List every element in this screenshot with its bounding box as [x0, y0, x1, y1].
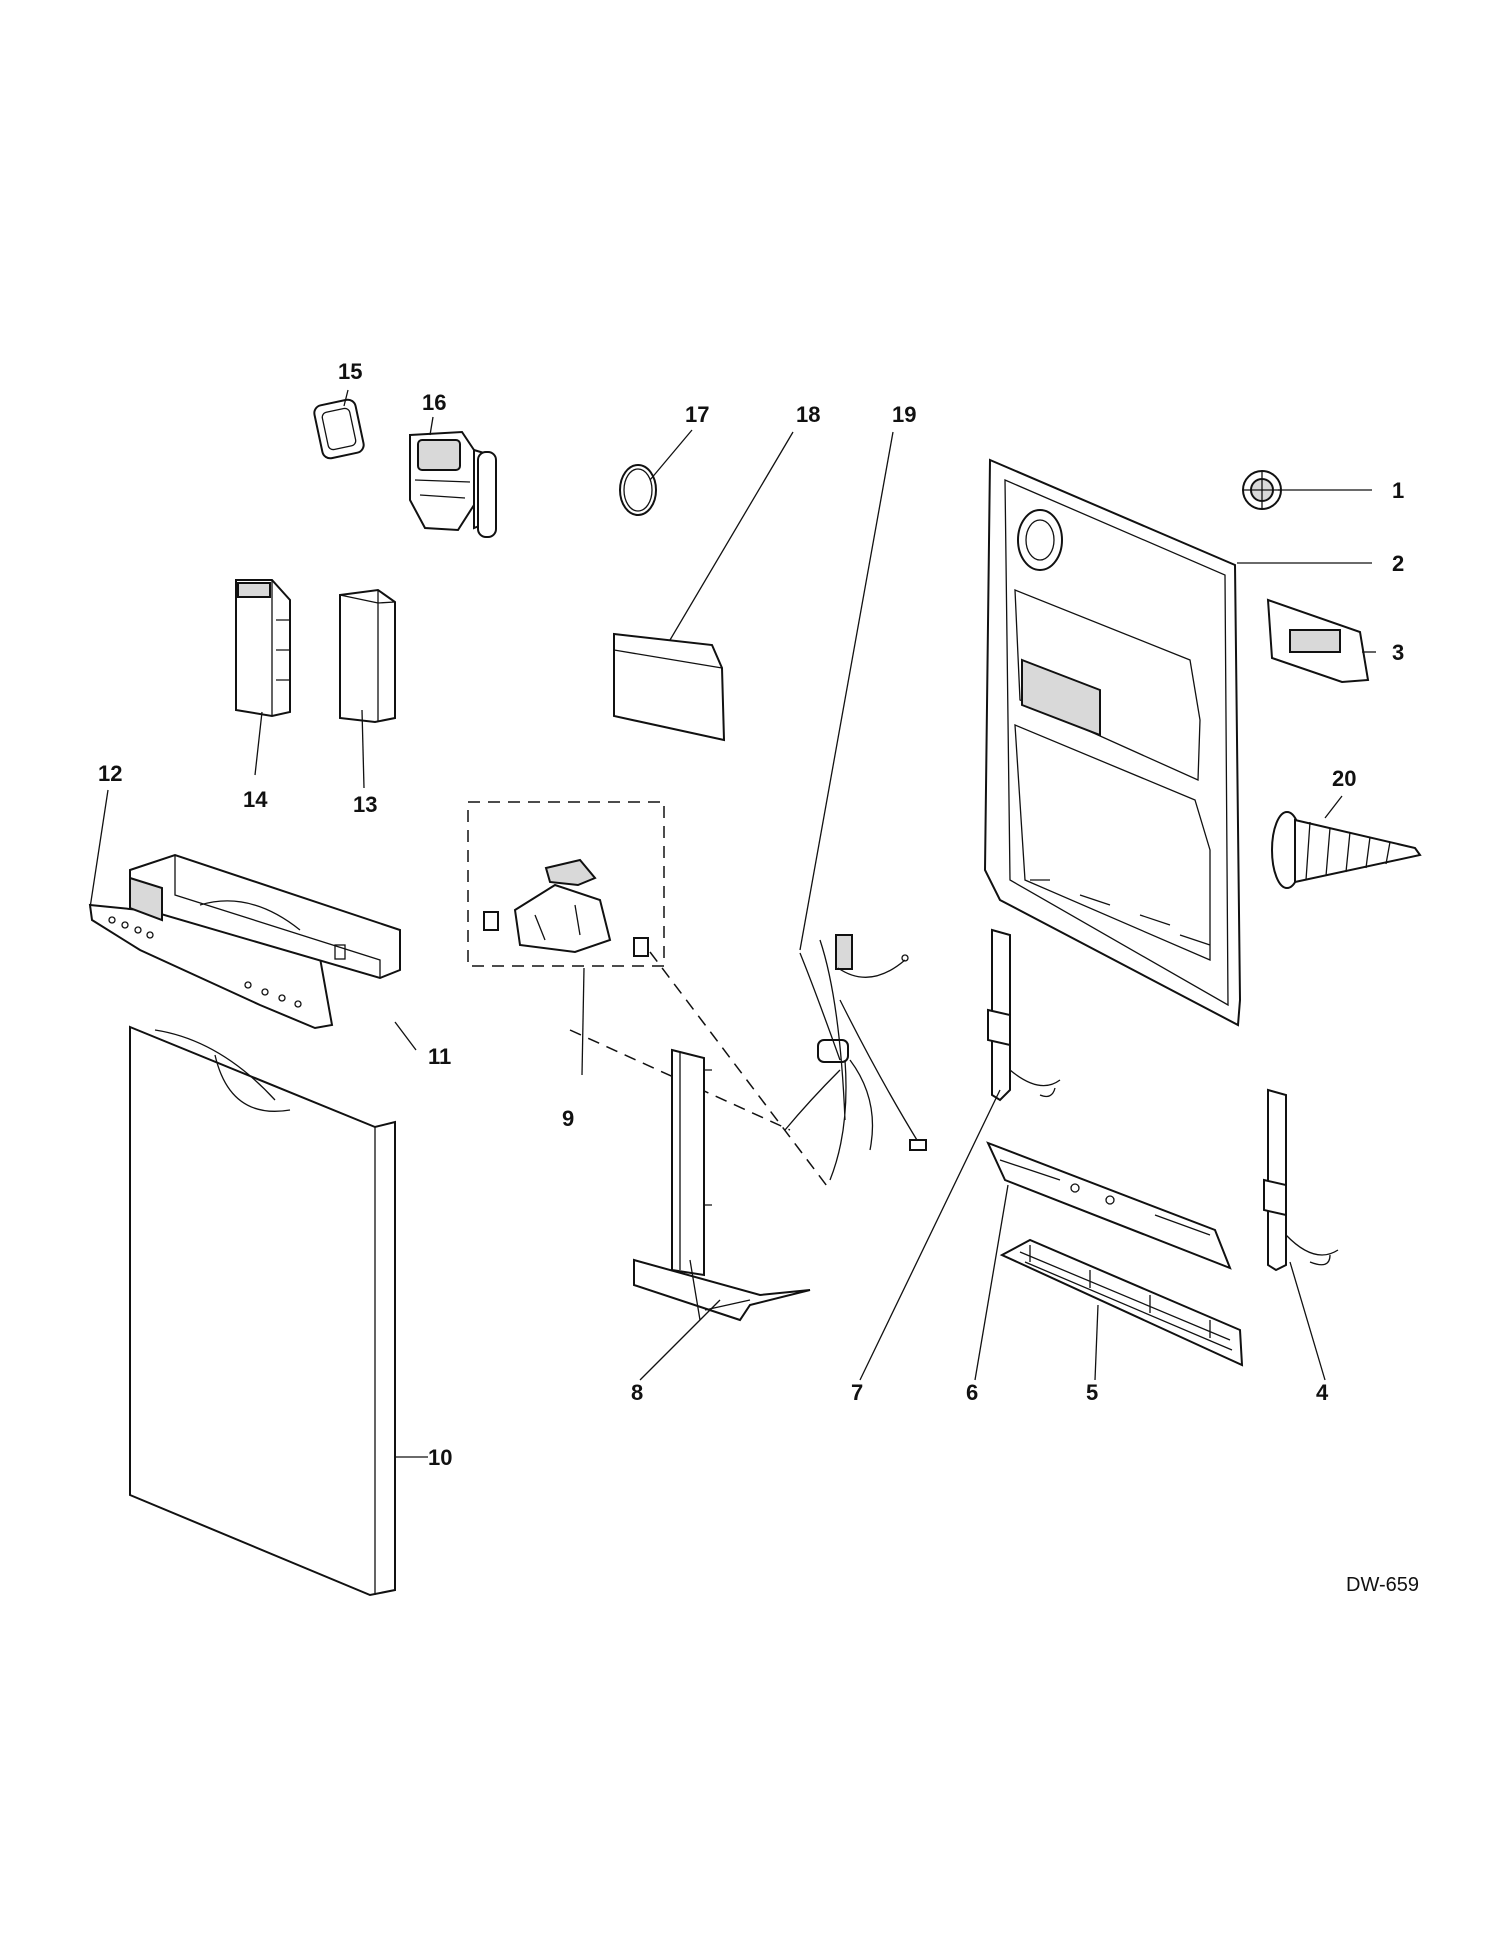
callout-13: 13	[353, 792, 377, 817]
control-console-icon	[129, 853, 401, 980]
callout-17: 17	[685, 402, 709, 427]
right-hinge-icon	[1263, 1088, 1339, 1272]
callout-8: 8	[631, 1380, 643, 1405]
diagram-code: DW-659	[1346, 1574, 1419, 1596]
callout-1: 1	[1392, 478, 1404, 503]
callout-16: 16	[422, 390, 446, 415]
gasket-icon	[313, 398, 365, 460]
door-bracket-icon	[633, 1048, 811, 1322]
callout-10: 10	[428, 1445, 452, 1470]
sensor-knob-icon	[1242, 470, 1282, 510]
callout-20: 20	[1332, 766, 1356, 791]
callout-3: 3	[1392, 640, 1404, 665]
screw-icon	[1271, 811, 1422, 889]
callout-12: 12	[98, 761, 122, 786]
control-module-icon	[235, 579, 291, 718]
wire-harness-icon	[784, 934, 927, 1181]
callout-6: 6	[966, 1380, 978, 1405]
left-hinge-icon	[987, 928, 1061, 1102]
callout-14: 14	[243, 787, 268, 812]
leader-lines	[89, 389, 1376, 1458]
callout-2: 2	[1392, 551, 1404, 576]
callout-5: 5	[1086, 1380, 1098, 1405]
callout-labels: 1 2 3 4 5 6 7 8 9 10 11 12 13 14 15 16 1…	[98, 359, 1404, 1470]
latch-assembly-icon	[467, 801, 831, 1191]
outer-door-panel-icon	[129, 1025, 396, 1597]
callout-15: 15	[338, 359, 362, 384]
vent-grille-icon	[999, 1238, 1244, 1367]
detergent-dispenser-icon	[409, 430, 497, 538]
insulation-block-icon	[339, 588, 396, 724]
hinge-support-bracket-icon	[986, 1141, 1232, 1270]
inner-door-panel-icon	[983, 458, 1242, 1027]
callout-7: 7	[851, 1380, 863, 1405]
callout-4: 4	[1316, 1380, 1329, 1405]
callout-18: 18	[796, 402, 820, 427]
o-ring-icon	[619, 464, 657, 516]
callout-19: 19	[892, 402, 916, 427]
callout-11: 11	[428, 1044, 451, 1069]
callout-9: 9	[562, 1106, 574, 1131]
door-trim-icon	[613, 632, 726, 742]
dispenser-cover-icon	[1266, 598, 1370, 684]
